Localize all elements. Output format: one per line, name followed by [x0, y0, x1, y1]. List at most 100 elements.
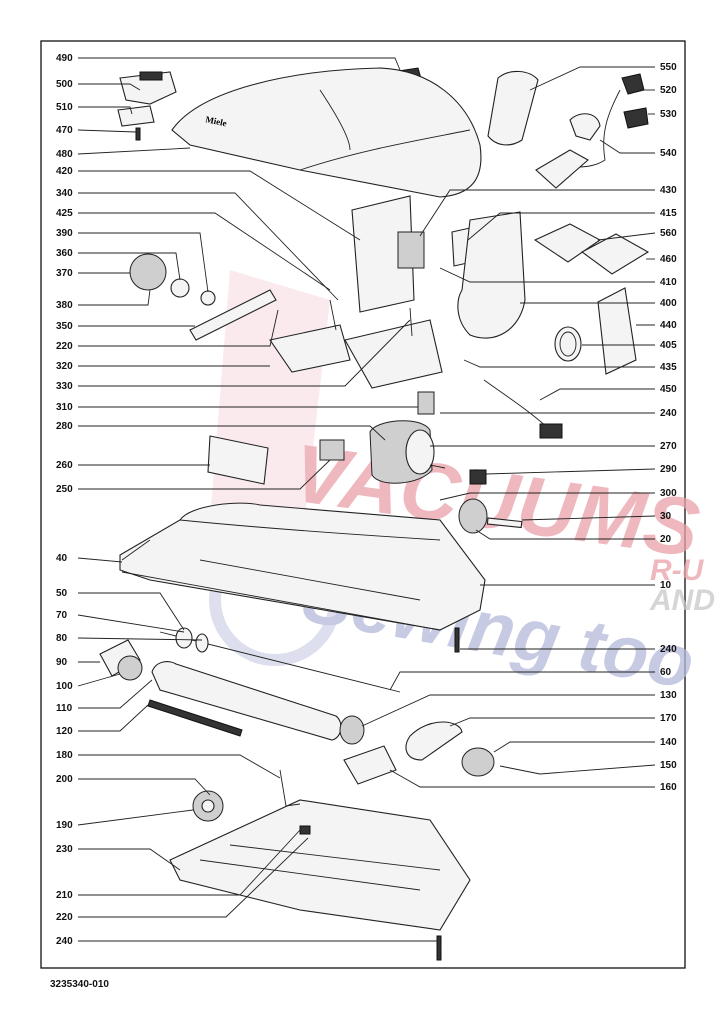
plug-520-part — [621, 73, 645, 95]
label-240-right: 240 — [660, 408, 677, 419]
watermark-word-and: AND — [649, 584, 715, 617]
label-435: 435 — [660, 362, 677, 373]
label-410: 410 — [660, 277, 677, 288]
panel-420-part — [351, 195, 415, 313]
document-number: 3235340-010 — [50, 979, 109, 990]
bearing-70-part — [175, 627, 193, 649]
lever-350-part — [189, 289, 277, 341]
label-70: 70 — [56, 610, 68, 621]
label-260: 260 — [56, 460, 73, 471]
label-360: 360 — [56, 248, 73, 259]
label-90: 90 — [56, 657, 68, 668]
bracket-160-part — [343, 745, 397, 785]
label-480: 480 — [56, 149, 73, 160]
label-370: 370 — [56, 268, 73, 279]
label-420: 420 — [56, 166, 73, 177]
label-130: 130 — [660, 690, 677, 701]
part-210 — [299, 825, 311, 835]
roller-300-part — [458, 498, 488, 534]
label-270: 270 — [660, 441, 677, 452]
label-40: 40 — [56, 553, 68, 564]
label-160: 160 — [660, 782, 677, 793]
label-280: 280 — [56, 421, 73, 432]
label-100: 100 — [56, 681, 73, 692]
label-530: 530 — [660, 109, 677, 120]
washer-390-part — [200, 290, 216, 306]
label-170: 170 — [660, 713, 677, 724]
label-250: 250 — [56, 484, 73, 495]
label-120: 120 — [56, 726, 73, 737]
label-240-bottom: 240 — [56, 936, 73, 947]
clip-grip-part — [139, 71, 163, 81]
axle-30-part — [486, 517, 523, 529]
label-405: 405 — [660, 340, 677, 351]
bearing-80-part — [195, 633, 209, 653]
roller-140-part — [461, 747, 495, 777]
motor-end-part — [405, 429, 435, 475]
brush-roll-110-part — [151, 661, 342, 741]
plug-530-part — [623, 107, 649, 129]
cable-clip-part — [569, 113, 601, 141]
belt-170-part — [405, 721, 463, 761]
sleeve-part — [487, 70, 539, 146]
label-510: 510 — [56, 102, 73, 113]
bracket-plate-part — [117, 105, 155, 127]
label-350: 350 — [56, 321, 73, 332]
label-300: 300 — [660, 488, 677, 499]
label-200: 200 — [56, 774, 73, 785]
label-310: 310 — [56, 402, 73, 413]
label-210: 210 — [56, 890, 73, 901]
label-450: 450 — [660, 384, 677, 395]
label-220-bottom: 220 — [56, 912, 73, 923]
base-housing-10-part — [119, 502, 486, 631]
screw-240-bottom-part — [436, 935, 442, 961]
hood-cover-part — [171, 67, 482, 198]
label-425: 425 — [56, 208, 73, 219]
brush-strip-120-part — [147, 699, 243, 737]
bushing-100-part — [117, 655, 143, 681]
label-290: 290 — [660, 464, 677, 475]
screw-240-part — [454, 627, 460, 653]
endcap-90-part — [99, 639, 141, 677]
bearing-360-part — [170, 278, 190, 298]
left-labels: 490 500 510 470 480 420 340 425 390 360 … — [56, 53, 73, 947]
label-230: 230 — [56, 844, 73, 855]
label-440: 440 — [660, 320, 677, 331]
label-330: 330 — [56, 381, 73, 392]
label-190: 190 — [56, 820, 73, 831]
left-leader-lines — [77, 57, 437, 942]
ring-405-part — [554, 326, 582, 362]
label-540: 540 — [660, 148, 677, 159]
label-50: 50 — [56, 588, 68, 599]
switch-310-part — [417, 391, 435, 415]
label-110: 110 — [56, 703, 73, 714]
plate-440-part — [597, 287, 637, 375]
label-380: 380 — [56, 300, 73, 311]
sole-plate-230-part — [169, 799, 471, 931]
label-80: 80 — [56, 633, 68, 644]
tray-460-part — [580, 233, 650, 275]
bracket-330-part — [344, 319, 443, 389]
label-10: 10 — [660, 580, 672, 591]
terminal-block-250-part — [319, 439, 345, 461]
bracket-320-part — [269, 324, 351, 373]
label-490: 490 — [56, 53, 73, 64]
label-550: 550 — [660, 62, 677, 73]
label-140: 140 — [660, 737, 677, 748]
label-320: 320 — [56, 361, 73, 372]
terminal-260-part — [207, 435, 269, 485]
label-430: 430 — [660, 185, 677, 196]
label-400: 400 — [660, 298, 677, 309]
diagram-border — [40, 40, 686, 969]
label-520: 520 — [660, 85, 677, 96]
parts: Miele — [99, 67, 650, 961]
label-220: 220 — [56, 341, 73, 352]
label-180: 180 — [56, 750, 73, 761]
label-470: 470 — [56, 125, 73, 136]
pulley-370-part — [129, 253, 167, 291]
pulley-130-part — [339, 715, 365, 745]
label-30: 30 — [660, 511, 672, 522]
watermark-word-ru: R-U — [650, 554, 705, 587]
